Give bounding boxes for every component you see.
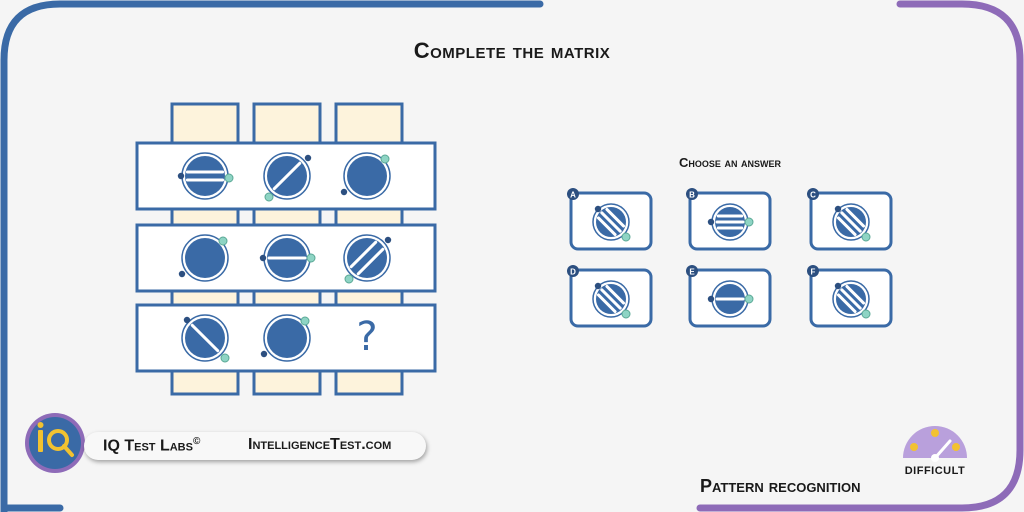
- circle-with-three-backslashes-icon: [832, 203, 871, 242]
- answer-badge: [567, 188, 579, 200]
- answer-letter: D: [570, 268, 576, 277]
- circle-with-two-bars-icon: [177, 152, 234, 200]
- circle-with-bar-icon: [259, 234, 316, 282]
- site-link[interactable]: IntelligenceTest.com: [248, 436, 392, 453]
- answer-badge: [686, 188, 698, 200]
- answer-letter: E: [689, 268, 695, 277]
- puzzle-title: Complete the matrix: [413, 38, 611, 63]
- circle-with-backslash-icon: [181, 314, 230, 363]
- category-label: Pattern recognition: [700, 476, 861, 496]
- brand-pill: [84, 432, 426, 460]
- answer-option-d[interactable]: D: [567, 265, 653, 328]
- circle-with-three-backslashes-icon: [592, 203, 631, 242]
- circle-with-three-backslashes-icon: [832, 280, 871, 319]
- answer-badge: [567, 265, 579, 277]
- circle-with-three-bars-icon: [707, 203, 754, 241]
- circle-with-two-slashes-icon: [343, 234, 392, 284]
- answer-badge: [807, 265, 819, 277]
- difficulty-label: DIFFICULT: [904, 465, 966, 477]
- circle-with-three-backslashes-icon: [592, 280, 631, 319]
- answer-option-a[interactable]: A: [567, 188, 653, 251]
- choose-answer-label: Choose an answer: [678, 155, 782, 170]
- answer-option-f[interactable]: F: [807, 265, 893, 328]
- answer-badge: [686, 265, 698, 277]
- plain-circle-icon: [178, 234, 229, 282]
- answer-letter: B: [689, 191, 695, 200]
- circle-with-slash-icon: [263, 152, 312, 202]
- answer-badge: [807, 188, 819, 200]
- answer-option-e[interactable]: E: [686, 265, 772, 328]
- plain-circle-icon: [340, 152, 391, 200]
- answer-option-c[interactable]: C: [807, 188, 893, 251]
- question-mark-icon: ?: [356, 314, 378, 360]
- answer-letter: F: [811, 268, 816, 277]
- difficulty-gauge-icon: [903, 426, 967, 462]
- answer-letter: A: [570, 191, 576, 200]
- copyright-mark: ©: [192, 436, 201, 447]
- brand-name: IQ Test Labs©: [103, 436, 200, 455]
- circle-with-bar-icon: [707, 280, 754, 318]
- answer-letter: C: [810, 191, 816, 200]
- plain-circle-icon: [260, 314, 311, 362]
- answer-option-b[interactable]: B: [686, 188, 772, 251]
- iq-logo: [25, 413, 85, 473]
- brand-text: IQ Test Labs: [103, 437, 193, 455]
